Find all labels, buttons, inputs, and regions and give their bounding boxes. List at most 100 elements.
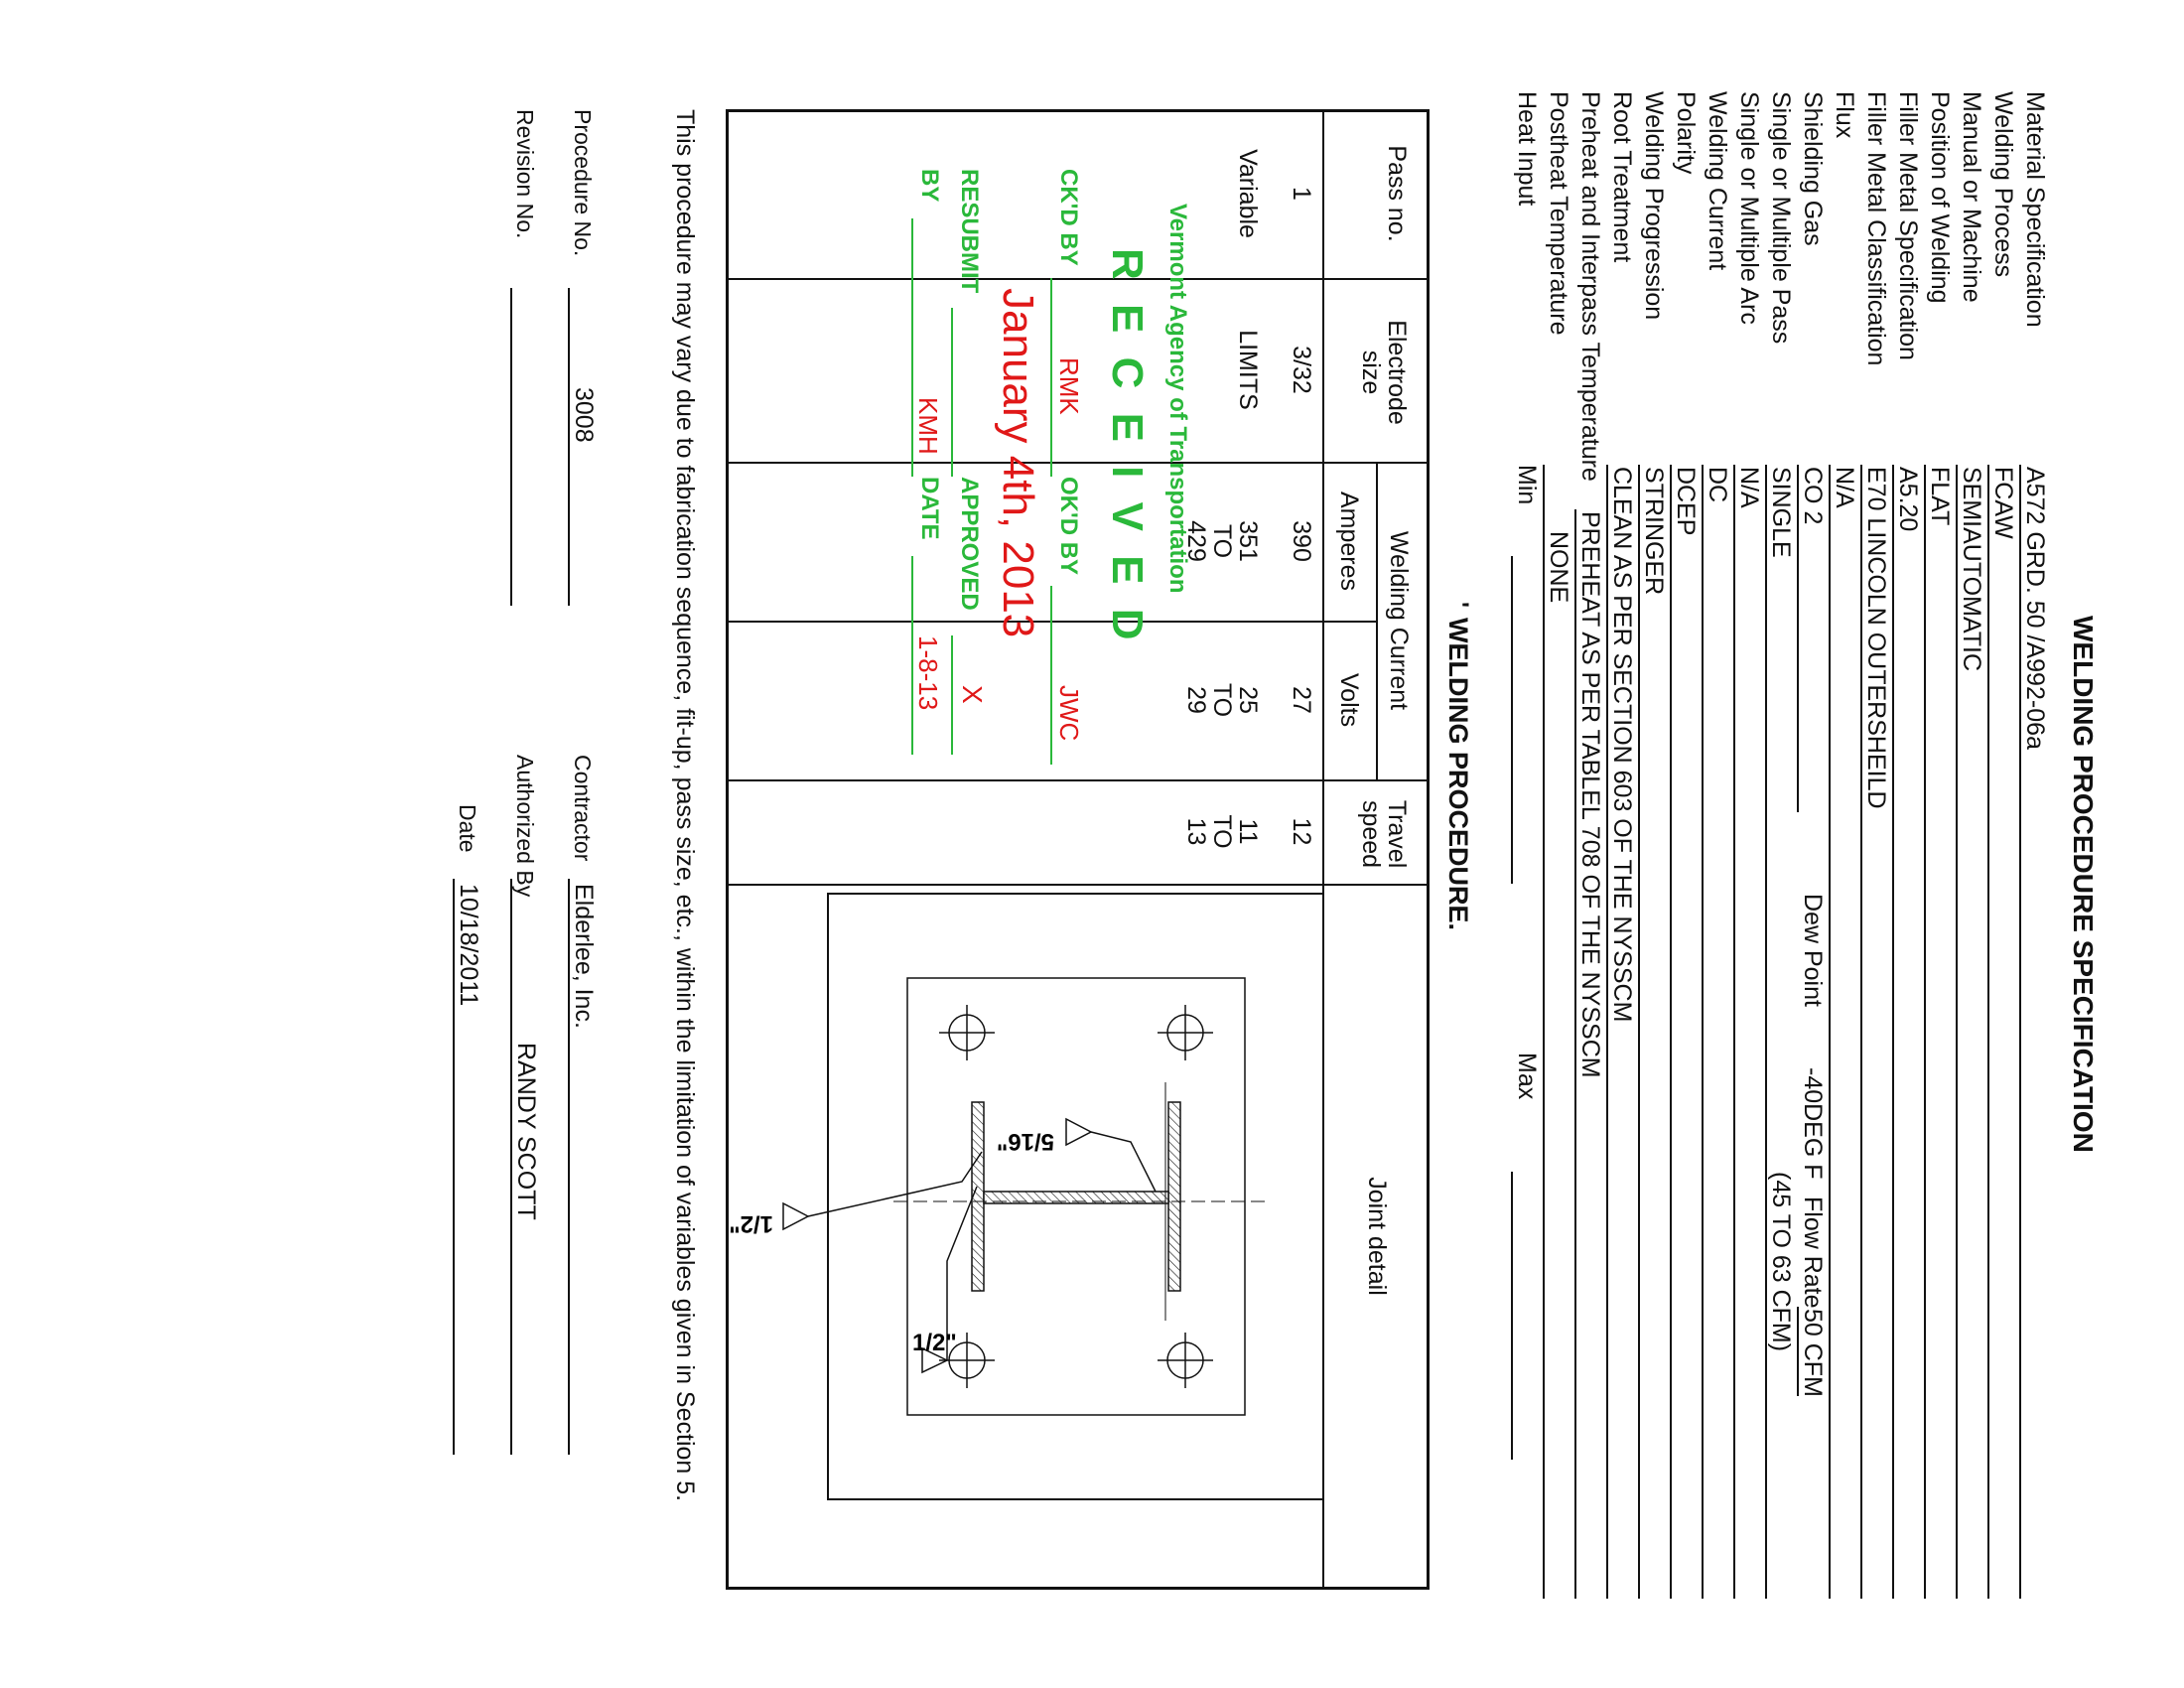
spec-label-preheat: Preheat and Interpass Temperature (1576, 91, 1604, 482)
date-label: Date (455, 804, 480, 853)
spec-value-material: A572 GRD. 50 /A992-06a (2021, 467, 2049, 750)
stamp-agency: Vermont Agency of Transportation (1164, 204, 1191, 594)
underline (1511, 1172, 1513, 1460)
contractor-line (568, 879, 570, 1455)
row1-amperes: 390 (1288, 520, 1315, 562)
weld-label-2: 5/16" (997, 1128, 1054, 1155)
spec-label-process: Welding Process (1989, 91, 2017, 278)
spec-label-arc: Single or Multiple Arc (1735, 91, 1763, 325)
spec-label-manual: Manual or Machine (1958, 91, 1985, 303)
stamp-resubmit-label: RESUBMIT (956, 169, 983, 294)
stamp-date-label: DATE (916, 477, 943, 540)
flow-rate-label: Flow Rate (1799, 1196, 1827, 1309)
spec-label-polarity: Polarity (1672, 91, 1700, 175)
spec-value-progression: STRINGER (1640, 467, 1668, 596)
spec-label-flux: Flux (1831, 91, 1858, 139)
underline (1765, 465, 1767, 1599)
contractor-value: Elderlee, Inc. (570, 884, 598, 1029)
col-divider (729, 462, 1430, 464)
procedure-note: This procedure may vary due to fabricati… (671, 109, 699, 1502)
underline (1987, 465, 1989, 1599)
revision-no-line (510, 288, 512, 606)
underline (1574, 509, 1576, 1599)
stamp-line (951, 308, 953, 477)
underline (1733, 465, 1735, 1599)
spec-value-filler-class: E70 LINCOLN OUTERSHEILD (1862, 467, 1890, 809)
spec-label-position: Position of Welding (1926, 91, 1954, 304)
row2-travel-max: 13 (1182, 817, 1210, 846)
stamp-okd-by-label: OK'D BY (1055, 477, 1082, 576)
col-current: Welding Current (1385, 530, 1413, 711)
stamp-line (951, 635, 953, 755)
stamp-by-label: BY (916, 169, 943, 203)
joint-detail-drawing: 1/2" 5/16" 1/2" (729, 893, 1324, 1500)
authorized-value: RANDY SCOTT (512, 1043, 540, 1220)
spec-value-current: DC (1704, 467, 1731, 503)
spec-value-gas: CO 2 (1799, 467, 1827, 525)
spec-label-filler-spec: Filler Metal Specification (1894, 91, 1922, 360)
procedure-mark: ' (1445, 602, 1473, 608)
procedure-heading: WELDING PROCEDURE. (1443, 618, 1473, 931)
spec-label-filler-class: Filler Metal Classification (1862, 91, 1890, 366)
underline (1511, 556, 1513, 884)
flow-range: (45 TO 63 CFM) (1767, 1172, 1795, 1352)
date-value: 10/18/2011 (455, 884, 482, 1007)
flow-rate-value: 50 CFM (1799, 1309, 1827, 1397)
spec-value-root: CLEAN AS PER SECTION 603 OF THE NYSSCM (1608, 467, 1636, 1023)
col-amperes: Amperes (1335, 491, 1363, 592)
underline (2019, 465, 2021, 1599)
underline (1956, 465, 1958, 1599)
col-pass: Pass no. (1383, 145, 1411, 242)
procedure-no-label: Procedure No. (570, 109, 596, 257)
stamp-ckd-by-value: RMK (1054, 357, 1084, 415)
col-joint: Joint detail (1363, 1177, 1391, 1296)
bolt-holes (939, 1005, 1213, 1388)
heat-input-min-label: Min (1513, 465, 1541, 505)
underline (1892, 465, 1894, 1599)
spec-label-material: Material Specification (2021, 91, 2049, 328)
stamp-approved-mark: X (957, 685, 988, 704)
row2-volts-to: TO (1208, 682, 1236, 718)
stamp-date-value: 1-8-13 (913, 635, 943, 711)
stamp-line (911, 556, 913, 755)
underline (1797, 465, 1799, 812)
col-travel: Travel speed (1357, 799, 1411, 869)
authorized-label: Authorized By (512, 755, 538, 898)
dew-point-label: Dew Point (1799, 894, 1827, 1007)
underline (1860, 465, 1862, 1599)
underline (1702, 465, 1704, 1599)
revision-no-label: Revision No. (512, 109, 538, 239)
underline (1797, 1307, 1799, 1396)
underline (1670, 465, 1672, 1599)
row2-pass: Variable (1234, 149, 1262, 238)
row2-travel-min: 11 (1234, 818, 1262, 845)
heat-input-max-label: Max (1513, 1053, 1541, 1100)
underline (1638, 465, 1640, 1599)
row2-volts-min: 25 (1234, 686, 1262, 714)
stamp-approved-label: APPROVED (956, 477, 983, 611)
stamp-okd-by-value: JWC (1054, 685, 1084, 742)
spec-value-preheat: PREHEAT AS PER TABLEL 708 OF THE NYSSCM (1576, 511, 1604, 1078)
stamp-line (911, 218, 913, 477)
weld-label-3: 1/2" (912, 1330, 957, 1356)
date-line (453, 879, 455, 1455)
row1-pass: 1 (1288, 187, 1315, 201)
spec-value-arc: N/A (1735, 467, 1763, 508)
underline (1543, 465, 1545, 1599)
spec-label-pass: Single or Multiple Pass (1767, 91, 1795, 345)
spec-label-gas: Shielding Gas (1799, 91, 1827, 246)
spec-label-root: Root Treatment (1608, 91, 1636, 263)
procedure-no-value: 3008 (570, 387, 598, 443)
row1-travel: 12 (1288, 817, 1315, 846)
underline (1829, 465, 1831, 1599)
row2-volts-max: 29 (1182, 686, 1210, 714)
row2-electrode: LIMITS (1234, 330, 1262, 410)
underline (1924, 465, 1926, 1599)
row2-amperes-min: 351 (1234, 520, 1262, 562)
row1-electrode: 3/32 (1288, 346, 1315, 394)
spec-value-postheat: NONE (1545, 531, 1572, 604)
page-title: WELDING PROCEDURE SPECIFICATION (2068, 616, 2099, 1153)
stamp-received: R E C E I V E D (1103, 248, 1152, 646)
spec-value-manual: SEMIAUTOMATIC (1958, 467, 1985, 672)
